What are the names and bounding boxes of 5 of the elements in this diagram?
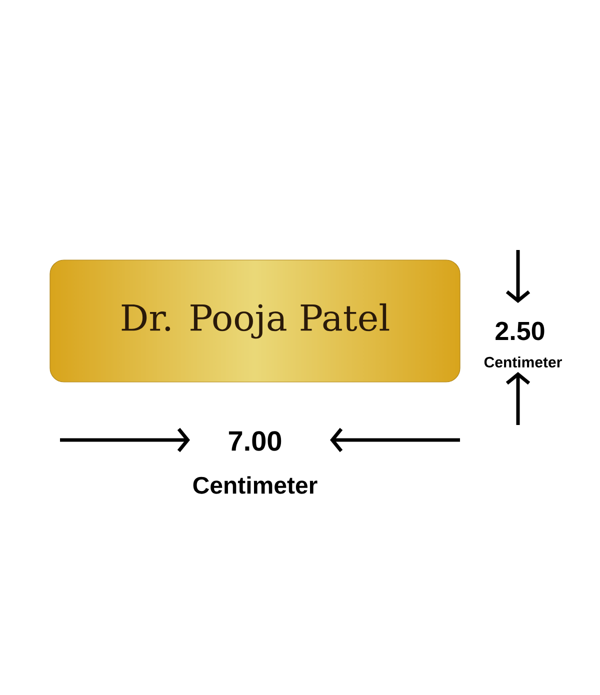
unit-label: Centimeter xyxy=(193,476,318,494)
unit-label: Centimeter xyxy=(484,356,562,368)
dimension-value: 2.50 xyxy=(496,322,544,340)
dimension-value: 7.00 xyxy=(228,431,282,451)
name-plate: Dr. Pooja Patel xyxy=(50,260,460,382)
